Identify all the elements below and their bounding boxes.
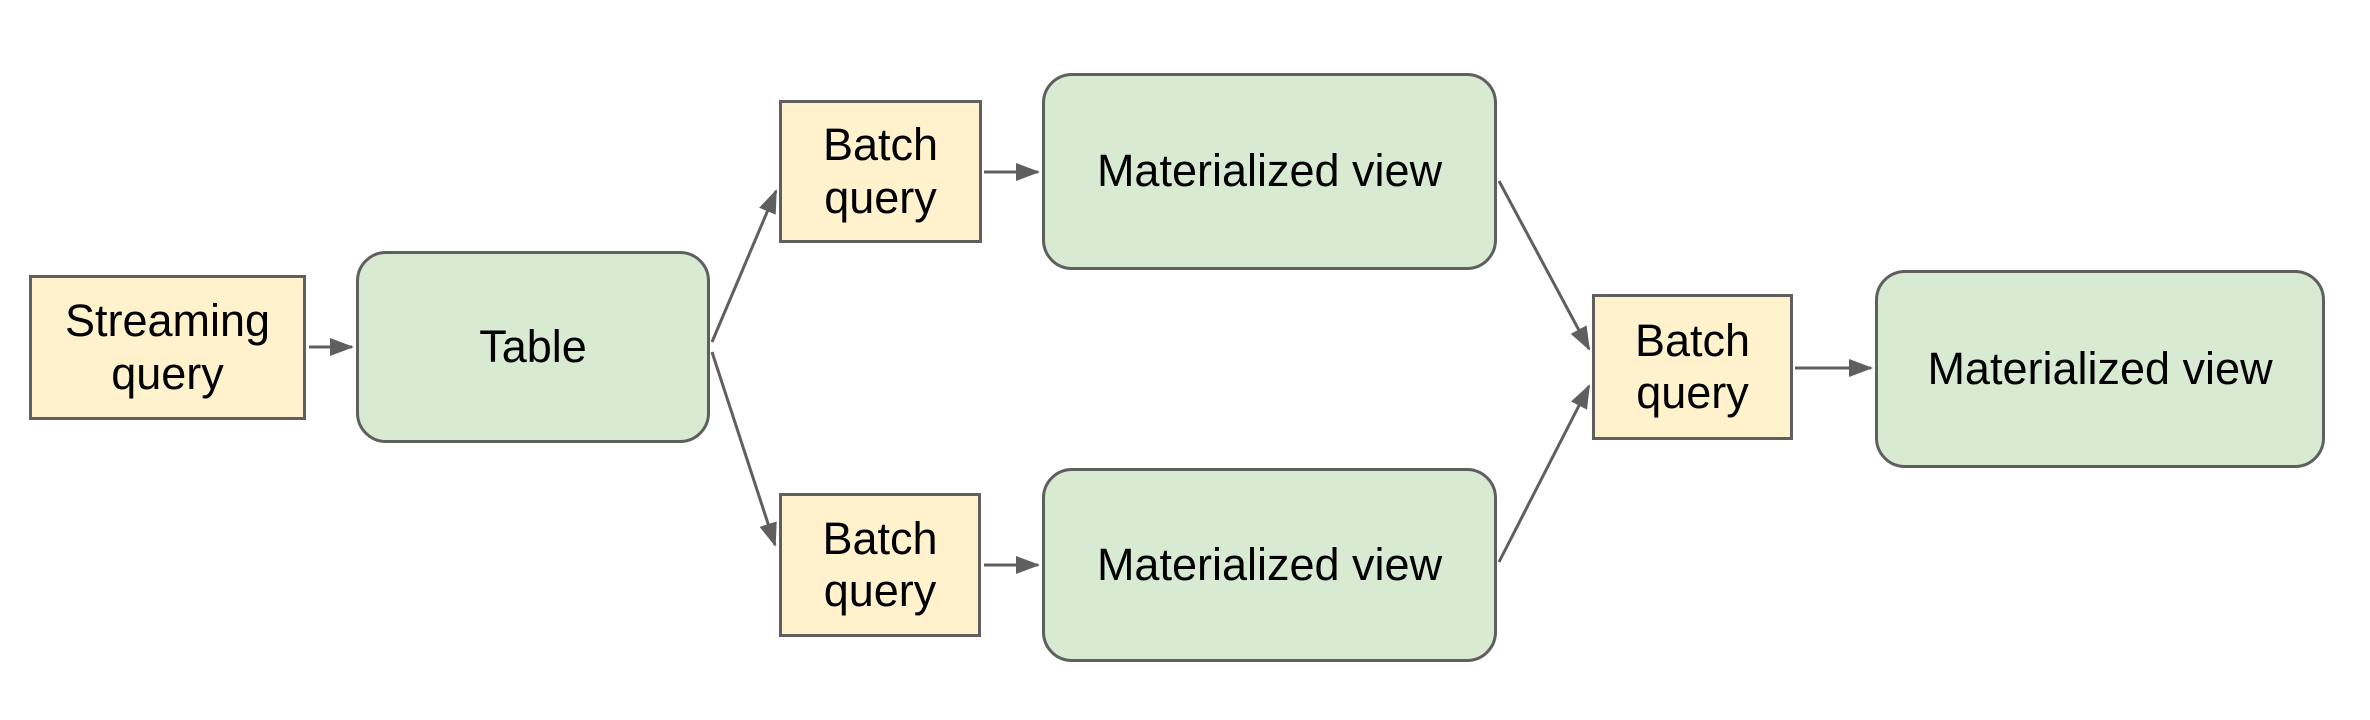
node-label: Batch query — [1634, 314, 1751, 418]
node-batch-query-bottom[interactable]: Batch query — [779, 493, 981, 637]
edge-materialized-view-top-to-batch-query-merge — [1497, 180, 1591, 351]
edge-table-to-batch-query-bottom — [710, 351, 777, 547]
node-label: Materialized view — [1096, 538, 1443, 590]
node-label: Streaming query — [64, 295, 271, 399]
node-materialized-view-top[interactable]: Materialized view — [1042, 73, 1497, 270]
node-materialized-view-final[interactable]: Materialized view — [1875, 270, 2325, 468]
node-label: Batch query — [822, 512, 938, 616]
edge-table-to-batch-query-top — [710, 189, 778, 343]
node-batch-query-top[interactable]: Batch query — [779, 100, 982, 243]
node-batch-query-merge[interactable]: Batch query — [1592, 294, 1793, 440]
node-label: Materialized view — [1096, 145, 1443, 197]
edge-materialized-view-bottom-to-batch-query-merge — [1497, 384, 1591, 563]
node-label: Materialized view — [1927, 342, 2273, 394]
node-materialized-view-bottom[interactable]: Materialized view — [1042, 468, 1497, 662]
node-table[interactable]: Table — [356, 251, 710, 443]
node-label: Table — [479, 320, 587, 372]
node-label: Batch query — [822, 119, 939, 223]
node-streaming-query[interactable]: Streaming query — [29, 275, 306, 420]
